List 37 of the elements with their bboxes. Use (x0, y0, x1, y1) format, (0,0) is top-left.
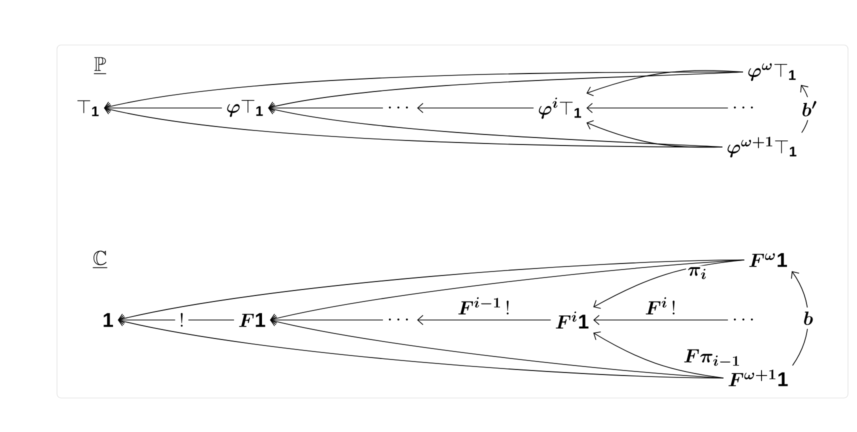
edge-label: $\boldsymbol{\pi_{i}}$ (686, 266, 708, 280)
arrow (586, 102, 728, 114)
math-term: $\boldsymbol{\varphi}\top_{\mathbf{1}}$ (227, 100, 263, 117)
edge-label: $\boldsymbol{F\pi_{i-1}}$ (682, 348, 742, 369)
math-term: $\boldsymbol{\varphi^{i}}\top_{\mathbf{1}}$ (538, 98, 582, 119)
arrow (791, 271, 809, 366)
edge-label: $\mathbf{!}$ (175, 309, 188, 331)
edge-label: $\boldsymbol{b'}$ (798, 97, 822, 120)
arrow (104, 72, 744, 112)
arrow (104, 104, 723, 148)
math-term: $\mathbf{1}$ (104, 313, 113, 327)
arrow (593, 314, 728, 326)
math-term: $\cdots$ (734, 318, 753, 320)
edge-label: $\boldsymbol{b}$ (799, 308, 818, 329)
math-term: $\cdots$ (388, 106, 408, 108)
category-label: $\underline{\mathbb{C}}$ (92, 250, 108, 268)
math-term: $\boldsymbol{F}\mathbf{1}$ (239, 313, 266, 327)
math-term: $\boldsymbol{F^{i}}\mathbf{1}$ (556, 311, 588, 329)
math-term: $\boldsymbol{\varphi^{\omega+1}}\top_{\mathbf{1}}$ (728, 136, 796, 158)
arrow (118, 314, 234, 326)
arrow (118, 316, 724, 378)
math-term: $\boldsymbol{\varphi^{\omega}}\top_{\mathbf{1}}$ (748, 63, 796, 81)
arrow (118, 260, 745, 324)
arrow (268, 102, 384, 114)
arrow (417, 314, 552, 326)
edge-label: $\boldsymbol{F^{i}}\,\mathbf{!}$ (646, 297, 675, 314)
math-term: $\boldsymbol{F^{\omega}}\mathbf{1}$ (749, 253, 787, 267)
math-term: $\cdots$ (734, 106, 753, 108)
arrow (593, 331, 724, 378)
arrow (417, 102, 534, 114)
arrow (104, 102, 222, 114)
edge-label: $\boldsymbol{F^{i-1}}\,\mathbf{!}$ (458, 297, 509, 314)
arrow (270, 314, 384, 326)
math-term: $\top_{\mathbf{1}}$ (77, 100, 99, 116)
category-label: $\underline{\mathbb{P}}$ (94, 57, 106, 74)
math-term: $\cdots$ (388, 318, 408, 320)
math-term: $\boldsymbol{F^{\omega+1}}\mathbf{1}$ (728, 370, 788, 386)
